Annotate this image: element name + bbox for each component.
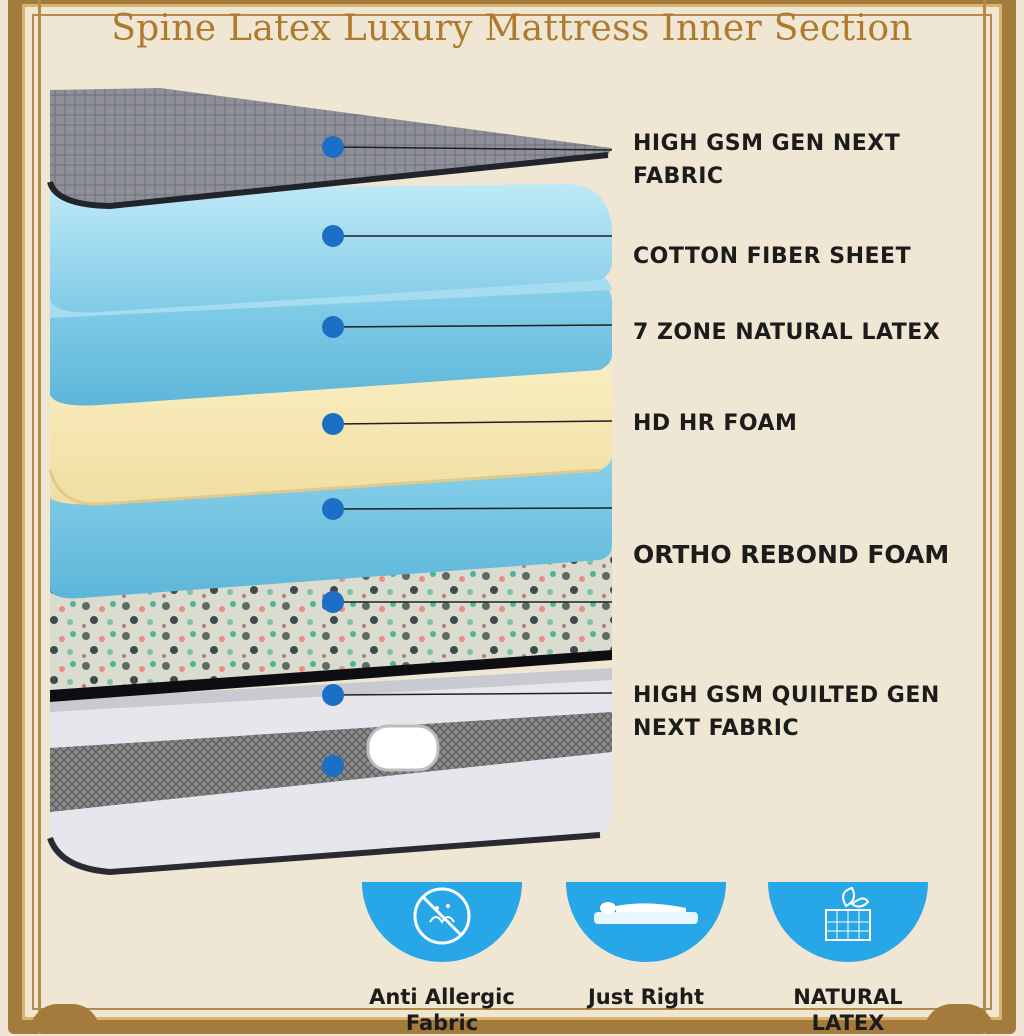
marker-cotton-fiber — [322, 225, 344, 247]
label-quilted-fabric: HIGH GSM QUILTED GEN NEXT FABRIC — [633, 679, 940, 745]
marker-rebond — [322, 591, 344, 613]
label-rebond-foam: ORTHO REBOND FOAM — [633, 540, 950, 569]
feature-badge — [768, 882, 928, 962]
marker-top-fabric — [322, 136, 344, 158]
layer-markers — [322, 136, 344, 777]
marker-blue-lower — [322, 498, 344, 520]
feature-just-right: Just Right — [566, 882, 726, 1010]
layer-cotton-fiber — [50, 184, 612, 313]
marker-quilted-top — [322, 684, 344, 706]
marker-quilted-side — [322, 755, 344, 777]
label-cotton-fiber: COTTON FIBER SHEET — [633, 244, 912, 269]
page-title: Spine Latex Luxury Mattress Inner Sectio… — [111, 8, 913, 49]
label-top-fabric-line-1: HIGH GSM GEN NEXT — [633, 131, 901, 156]
feature-badge — [566, 882, 726, 962]
feature-label: NATURAL LATEX — [793, 985, 903, 1035]
label-hd-hr-foam: HD HR FOAM — [633, 411, 798, 436]
marker-latex — [322, 316, 344, 338]
label-quilted-fabric-line-2: NEXT FABRIC — [633, 716, 800, 741]
marker-hd-hr-foam — [322, 413, 344, 435]
feature-label: Anti Allergic Fabric — [369, 985, 515, 1035]
feature-label: Just Right — [587, 985, 704, 1009]
feature-badge — [362, 882, 522, 962]
label-natural-latex: 7 ZONE NATURAL LATEX — [633, 320, 941, 345]
person-lying-icon — [594, 902, 698, 924]
label-quilted-fabric-line-1: HIGH GSM QUILTED GEN — [633, 683, 940, 708]
latex-leaf-icon — [825, 886, 871, 941]
label-top-fabric: HIGH GSM GEN NEXT FABRIC — [633, 127, 900, 193]
feature-anti-allergic: Anti Allergic Fabric — [362, 882, 522, 1036]
label-top-fabric-line-2: FABRIC — [633, 164, 724, 189]
callout-lines — [332, 146, 613, 696]
feature-natural-latex: NATURAL LATEX — [768, 882, 928, 1036]
allergy-shield-icon — [413, 887, 471, 945]
